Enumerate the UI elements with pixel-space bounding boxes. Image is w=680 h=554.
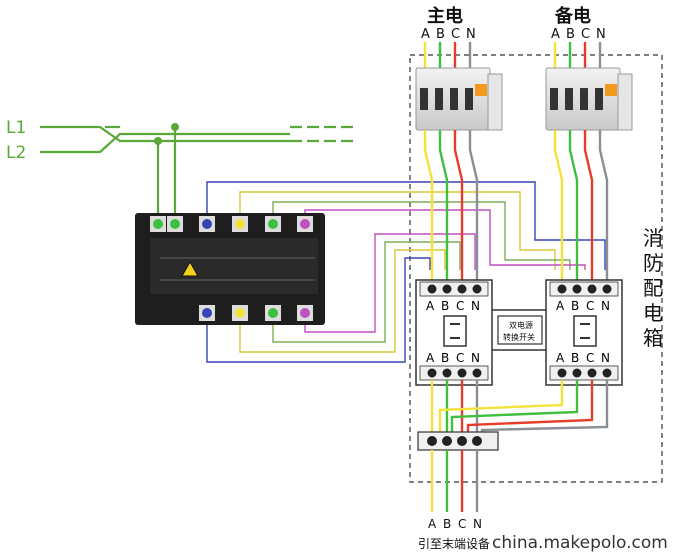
phase-label: A bbox=[421, 27, 430, 42]
backup-phase-labels: A B C N bbox=[551, 27, 606, 42]
ats-backup-unit: A B C N A B C N bbox=[545, 279, 623, 386]
output-label: 引至末端设备 bbox=[418, 537, 490, 551]
ats-main-unit: A B C N A B C N bbox=[415, 279, 493, 386]
control-wires bbox=[206, 181, 606, 363]
cabinet-title-char: 配 bbox=[643, 276, 663, 300]
final-output-wires bbox=[430, 450, 479, 512]
phase-label: A bbox=[426, 351, 435, 365]
line2-label: L2 bbox=[6, 143, 26, 163]
top-terminals bbox=[150, 216, 313, 232]
phase-label: C bbox=[581, 27, 590, 42]
phase-label: C bbox=[586, 351, 594, 365]
l1-l2-wires bbox=[40, 125, 355, 215]
phase-label: B bbox=[571, 351, 579, 365]
phase-label: A bbox=[426, 299, 435, 313]
backup-feed-wires bbox=[553, 130, 609, 285]
phase-label: N bbox=[473, 517, 482, 531]
output-wires bbox=[430, 380, 609, 432]
screw-terminal-icon bbox=[457, 436, 467, 446]
high-voltage-warning-icon bbox=[181, 260, 199, 277]
phase-label: C bbox=[586, 299, 594, 313]
phase-label: C bbox=[458, 517, 466, 531]
phase-label: C bbox=[451, 27, 460, 42]
main-circuit-breaker-icon bbox=[415, 67, 503, 131]
phase-label: A bbox=[556, 299, 565, 313]
phase-label: A bbox=[428, 517, 437, 531]
phase-label: N bbox=[471, 351, 480, 365]
phase-label: N bbox=[471, 299, 480, 313]
phase-label: A bbox=[556, 351, 565, 365]
phase-label: B bbox=[441, 299, 449, 313]
main-feed-wires bbox=[423, 130, 479, 285]
ats-label-line1: 双电源 bbox=[509, 320, 533, 330]
phase-label: N bbox=[466, 27, 476, 42]
phase-label: N bbox=[601, 351, 610, 365]
screw-terminal-icon bbox=[442, 436, 452, 446]
phase-label: B bbox=[571, 299, 579, 313]
phase-label: B bbox=[441, 351, 449, 365]
line1-label: L1 bbox=[6, 118, 26, 138]
output-terminal-block bbox=[417, 431, 499, 451]
cabinet-boundary bbox=[409, 54, 663, 483]
screw-terminal-icon bbox=[427, 436, 437, 446]
phase-label: C bbox=[456, 299, 464, 313]
backup-circuit-breaker-icon bbox=[545, 67, 633, 131]
watermark: china.makepolo.com bbox=[492, 533, 668, 553]
cabinet-title: 消 防 配 电 箱 bbox=[643, 226, 663, 350]
cabinet-title-char: 电 bbox=[643, 301, 663, 325]
phase-label: B bbox=[436, 27, 445, 42]
phase-label: N bbox=[596, 27, 606, 42]
backup-power-label: 备电 bbox=[554, 5, 591, 27]
ats-label-box bbox=[497, 315, 543, 345]
cabinet-title-char: 箱 bbox=[643, 326, 663, 350]
phase-label: N bbox=[601, 299, 610, 313]
cabinet-title-char: 消 bbox=[643, 226, 663, 250]
phase-label: B bbox=[443, 517, 451, 531]
ats-label-line2: 转换开关 bbox=[503, 332, 535, 342]
main-power-label: 主电 bbox=[427, 5, 463, 27]
junction-dot bbox=[154, 137, 162, 145]
controller-module bbox=[135, 213, 325, 325]
phase-label: C bbox=[456, 351, 464, 365]
phase-label: B bbox=[566, 27, 575, 42]
cabinet-title-char: 防 bbox=[643, 251, 663, 275]
screw-terminal-icon bbox=[472, 436, 482, 446]
phase-label: A bbox=[551, 27, 560, 42]
output-phase-labels: A B C N bbox=[428, 517, 482, 531]
main-phase-labels: A B C N bbox=[421, 27, 476, 42]
junction-dot bbox=[171, 123, 179, 131]
bottom-terminals bbox=[199, 305, 313, 321]
